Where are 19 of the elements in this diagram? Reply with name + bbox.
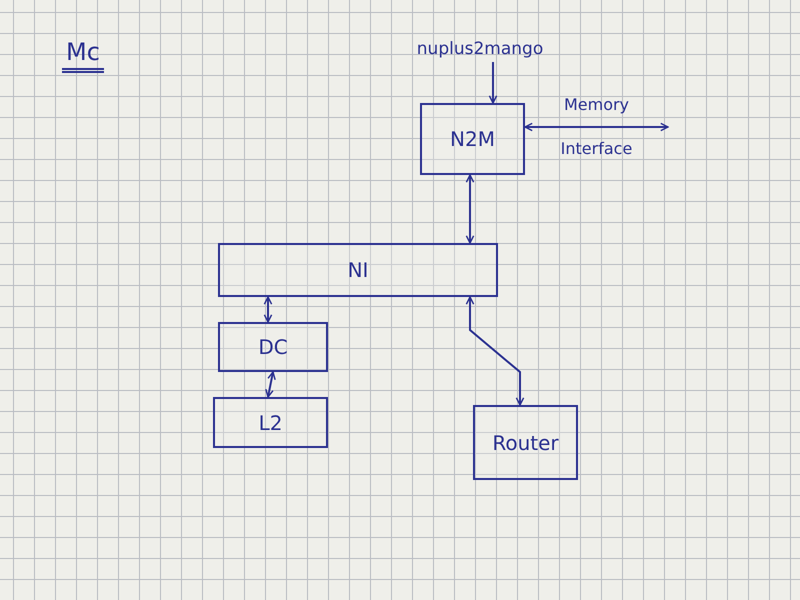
diagram-title: Mc — [62, 38, 104, 73]
arrow — [466, 174, 474, 244]
arrow — [488, 62, 498, 104]
block-box — [218, 243, 498, 297]
arrow — [264, 296, 272, 323]
block-label: NI — [348, 258, 368, 282]
block-box — [473, 405, 578, 480]
block-label: Router — [492, 430, 559, 454]
block-label: DC — [258, 335, 288, 359]
annotation-text: nuplus2mango — [385, 36, 575, 62]
arrow — [466, 296, 524, 406]
edge-label: Memory Interface — [560, 94, 634, 160]
block-box — [420, 103, 525, 175]
block-label: N2M — [450, 127, 495, 151]
block-box — [218, 322, 328, 372]
block-box — [213, 397, 328, 448]
arrow — [524, 122, 669, 132]
arrow — [265, 371, 276, 398]
block-label: L2 — [258, 410, 282, 434]
